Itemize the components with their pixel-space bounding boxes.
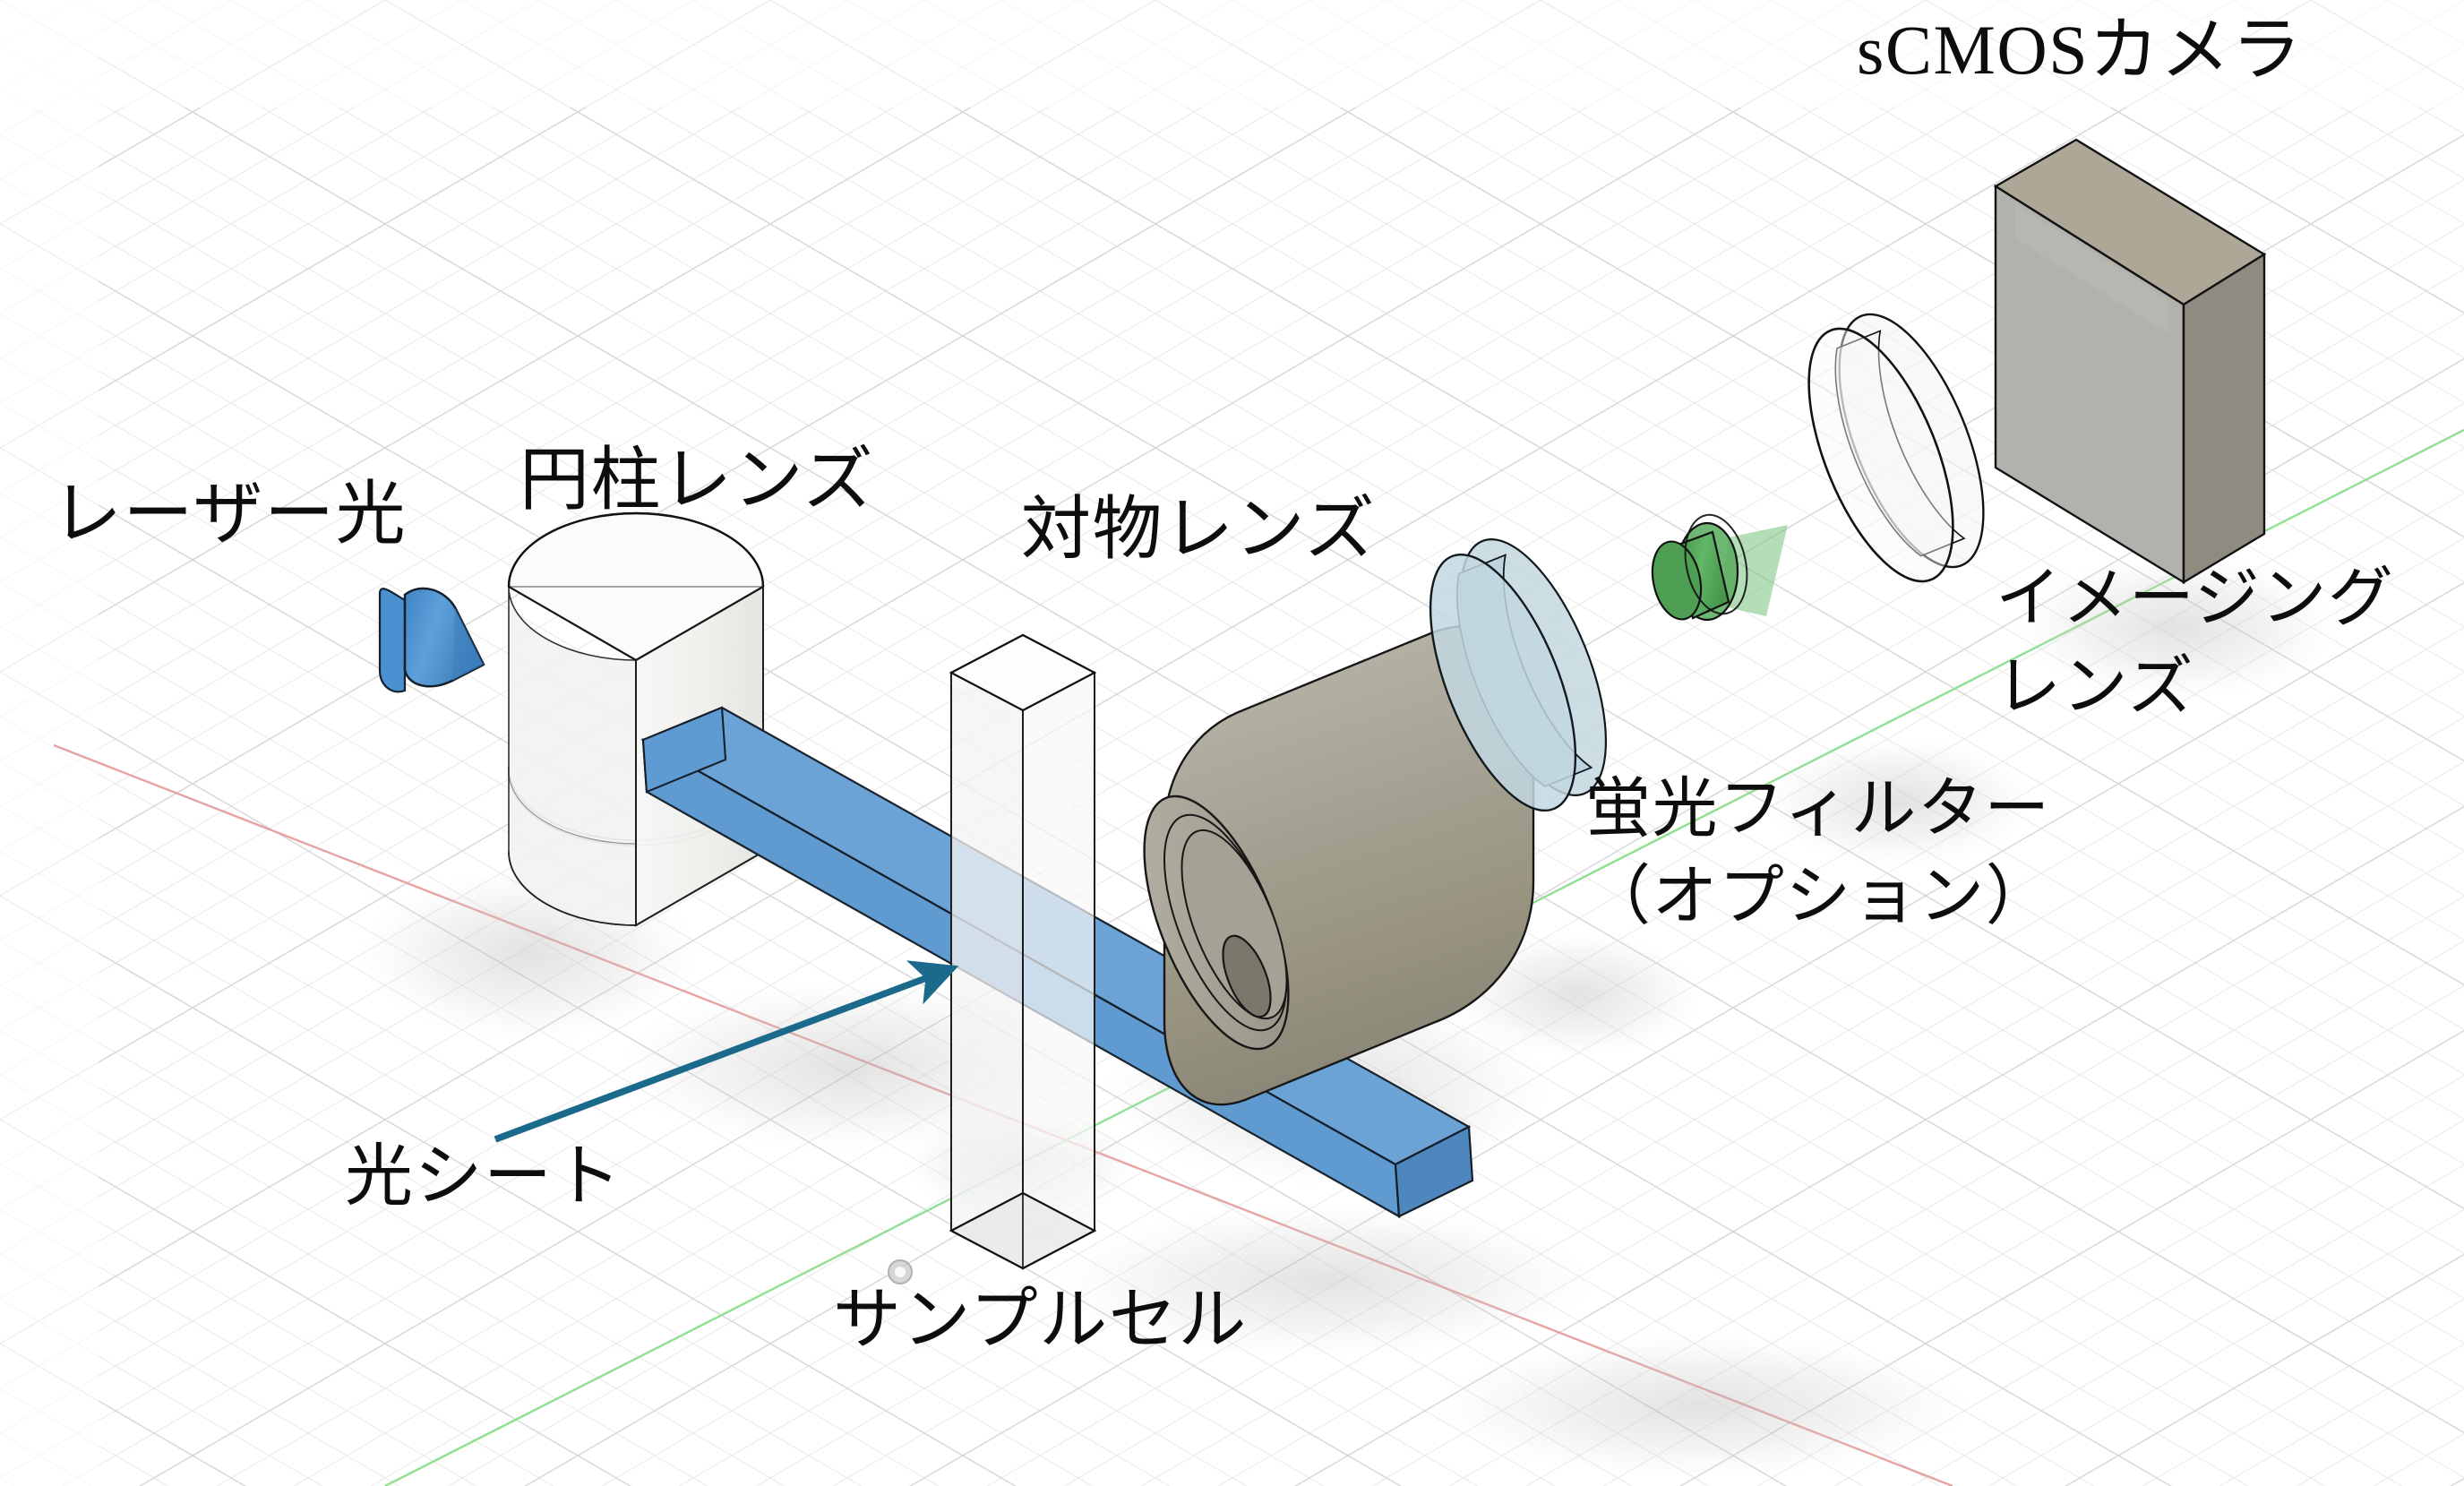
shadow-beam-end [1057, 1205, 1594, 1357]
objective-lens [1143, 625, 1535, 1106]
annotation-arrow-line [494, 960, 959, 1143]
label-imaging-lens-line1: イメージング [1996, 562, 2395, 634]
label-sample-cell: サンプルセル [833, 1283, 1248, 1358]
label-scmos-camera: sCMOSカメラ [1857, 11, 2303, 89]
shadow-filter [1451, 932, 1702, 1057]
label-imaging-lens-line2: レンズ [1996, 650, 2194, 723]
scmos-camera [1993, 138, 2267, 585]
fluorescence-filter [1429, 538, 1608, 812]
label-fluorescence-filter-line1: 蛍光フィルター [1585, 772, 2051, 845]
label-objective-lens: 対物レンズ [1021, 490, 1377, 568]
shadow-camera [2015, 555, 2338, 699]
label-fluorescence-filter-line2: （オプション） [1585, 860, 2053, 932]
shadow-beam-far [1433, 1335, 1970, 1478]
label-light-sheet: 光シート [345, 1139, 623, 1215]
label-cylindrical-lens: 円柱レンズ [519, 441, 875, 519]
label-laser-light: レーザー光 [52, 475, 408, 553]
shadow-imaging-lens [1764, 737, 2033, 866]
imaging-lens [1807, 313, 1985, 583]
objective-aperture [1222, 934, 1272, 1018]
sample-cell-cuvette [949, 633, 1097, 1270]
laser-beam-source [378, 587, 485, 693]
emission-light-arrow [1651, 513, 1788, 622]
